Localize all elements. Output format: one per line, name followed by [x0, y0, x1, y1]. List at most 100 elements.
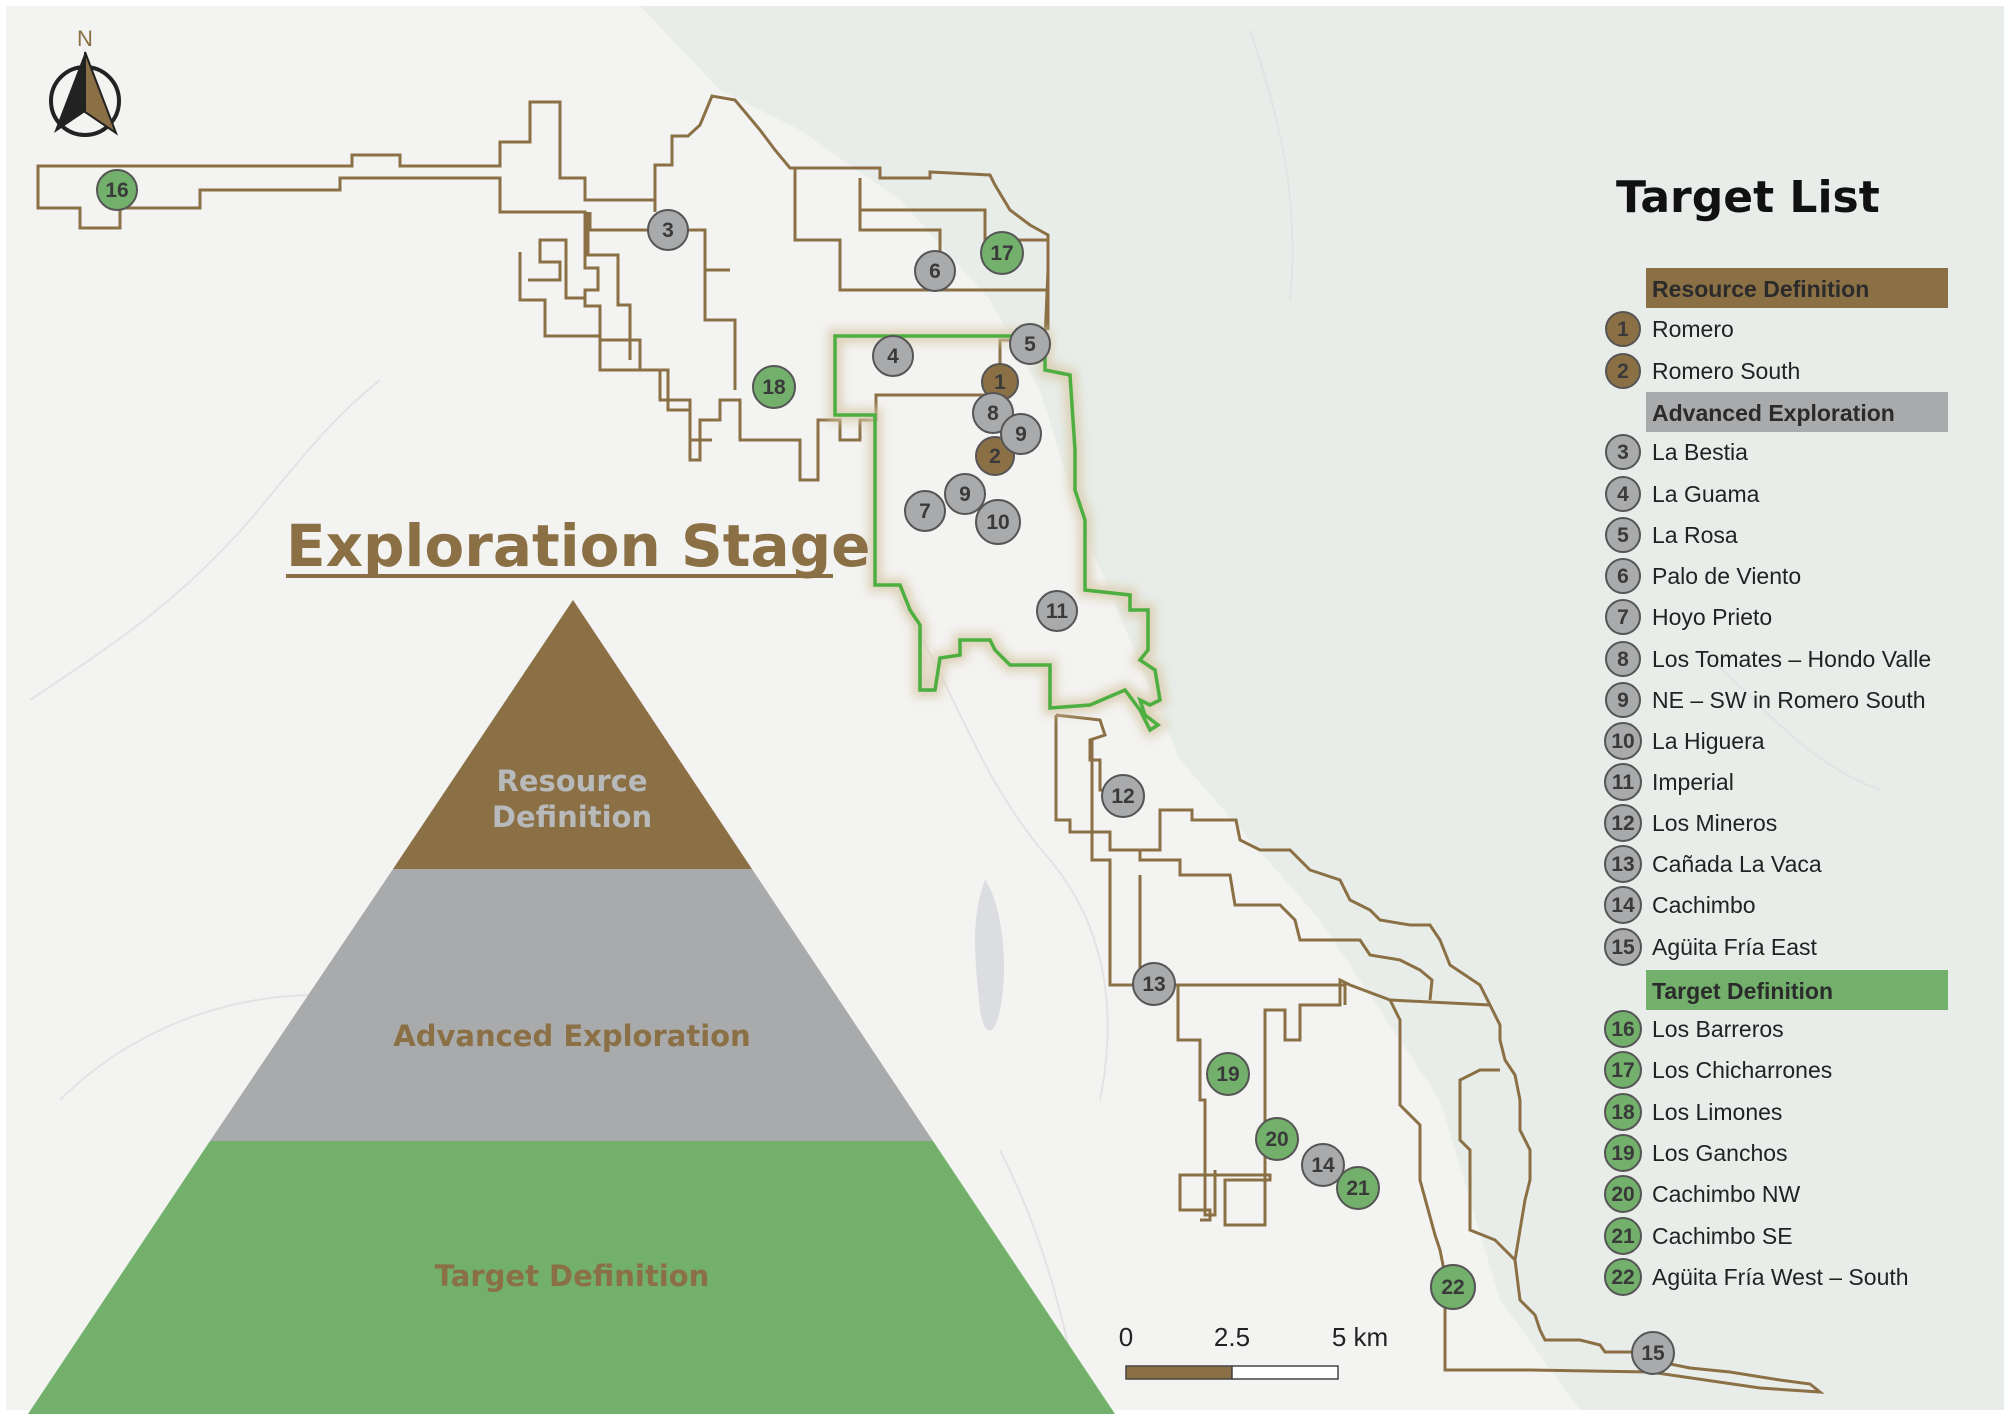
pyramid-top-label-1: Resource: [497, 764, 648, 798]
marker-17[interactable]: 17: [980, 231, 1024, 275]
highlighted-claim: [828, 329, 1171, 741]
svg-text:Romero South: Romero South: [1652, 358, 1800, 384]
svg-text:3: 3: [1617, 441, 1629, 464]
pyramid-resource-definition: [393, 600, 752, 869]
pyramid-target-definition: [28, 1141, 1115, 1414]
marker-7[interactable]: 7: [904, 490, 946, 532]
svg-text:Los Mineros: Los Mineros: [1652, 810, 1777, 836]
marker-21[interactable]: 21: [1336, 1166, 1380, 1210]
target-list-title: Target List: [1616, 172, 1880, 223]
category-label-target: Target Definition: [1652, 978, 1833, 1004]
svg-text:7: 7: [919, 500, 931, 523]
marker-14[interactable]: 14: [1301, 1143, 1345, 1187]
stage-title-underline: [286, 574, 833, 578]
svg-text:Cachimbo: Cachimbo: [1652, 892, 1756, 918]
category-header-resource: [1646, 268, 1948, 308]
svg-text:4: 4: [887, 345, 899, 368]
reservoir: [975, 880, 1005, 1031]
marker-13[interactable]: 13: [1132, 962, 1176, 1006]
svg-text:15: 15: [1641, 1342, 1665, 1365]
marker-9a[interactable]: 9: [1000, 413, 1042, 455]
svg-text:20: 20: [1265, 1128, 1288, 1151]
legend-item: 1 Romero: [1605, 311, 1734, 347]
legend-item: 11 Imperial: [1604, 763, 1734, 801]
category-header-advanced: [1646, 392, 1948, 432]
svg-text:10: 10: [986, 511, 1009, 534]
svg-text:20: 20: [1611, 1183, 1634, 1206]
svg-text:Romero: Romero: [1652, 316, 1734, 342]
svg-text:Cañada La Vaca: Cañada La Vaca: [1652, 851, 1822, 877]
marker-10[interactable]: 10: [975, 499, 1021, 545]
svg-text:18: 18: [762, 376, 786, 399]
marker-4[interactable]: 4: [872, 335, 914, 377]
svg-text:21: 21: [1611, 1225, 1635, 1248]
marker-8[interactable]: 8: [972, 392, 1014, 434]
marker-3[interactable]: 3: [647, 209, 689, 251]
scale-label-end: 5 km: [1332, 1322, 1388, 1352]
marker-12[interactable]: 12: [1101, 774, 1145, 818]
svg-text:Los Limones: Los Limones: [1652, 1099, 1782, 1125]
svg-text:15: 15: [1611, 936, 1635, 959]
scale-bar: 0 2.5 5 km: [1119, 1322, 1388, 1380]
marker-6[interactable]: 6: [914, 250, 956, 292]
category-label-resource: Resource Definition: [1652, 276, 1869, 302]
svg-text:6: 6: [1617, 565, 1629, 588]
category-label-advanced: Advanced Exploration: [1652, 400, 1895, 426]
north-arrow: N: [49, 26, 121, 137]
svg-text:17: 17: [990, 242, 1013, 265]
svg-text:8: 8: [1617, 648, 1629, 671]
marker-22[interactable]: 22: [1430, 1264, 1476, 1310]
svg-text:La Bestia: La Bestia: [1652, 439, 1748, 465]
stage-title: Exploration Stage: [286, 512, 870, 580]
marker-9b[interactable]: 9: [944, 473, 986, 515]
svg-text:13: 13: [1142, 973, 1165, 996]
svg-text:Imperial: Imperial: [1652, 769, 1734, 795]
marker-19[interactable]: 19: [1206, 1052, 1250, 1096]
svg-text:16: 16: [1611, 1018, 1634, 1041]
svg-text:22: 22: [1611, 1266, 1634, 1289]
svg-text:La Guama: La Guama: [1652, 481, 1760, 507]
pyramid-advanced-exploration: [210, 869, 933, 1141]
svg-text:11: 11: [1612, 771, 1635, 794]
legend-item: 12 Los Mineros: [1604, 804, 1777, 842]
marker-15[interactable]: 15: [1631, 1331, 1675, 1375]
svg-text:Los Barreros: Los Barreros: [1652, 1016, 1784, 1042]
marker-5[interactable]: 5: [1009, 323, 1051, 365]
svg-text:Los Ganchos: Los Ganchos: [1652, 1140, 1788, 1166]
svg-text:12: 12: [1611, 812, 1634, 835]
marker-11[interactable]: 11: [1036, 590, 1078, 632]
north-arrow-left-icon: [54, 52, 85, 133]
svg-text:14: 14: [1311, 1154, 1335, 1177]
svg-text:19: 19: [1216, 1063, 1239, 1086]
svg-text:1: 1: [1617, 318, 1629, 341]
svg-text:8: 8: [987, 402, 999, 425]
svg-text:Hoyo Prieto: Hoyo Prieto: [1652, 604, 1772, 630]
svg-text:La Higuera: La Higuera: [1652, 728, 1765, 754]
svg-text:5: 5: [1617, 524, 1629, 547]
scale-label-0: 0: [1119, 1322, 1133, 1352]
svg-text:12: 12: [1111, 785, 1134, 808]
map-markers: 1 2 3 4 5 6 7 8 9 9 10 11 12 13 14 15 16…: [96, 169, 1675, 1375]
svg-text:Agüita Fría East: Agüita Fría East: [1652, 934, 1818, 960]
svg-text:9: 9: [1617, 689, 1629, 712]
marker-16[interactable]: 16: [96, 169, 138, 211]
marker-18[interactable]: 18: [752, 365, 796, 409]
scale-bar-segment-2: [1231, 1365, 1339, 1380]
scale-bar-segment-1: [1125, 1365, 1233, 1380]
marker-20[interactable]: 20: [1255, 1117, 1299, 1161]
roads: [29, 29, 1881, 1401]
